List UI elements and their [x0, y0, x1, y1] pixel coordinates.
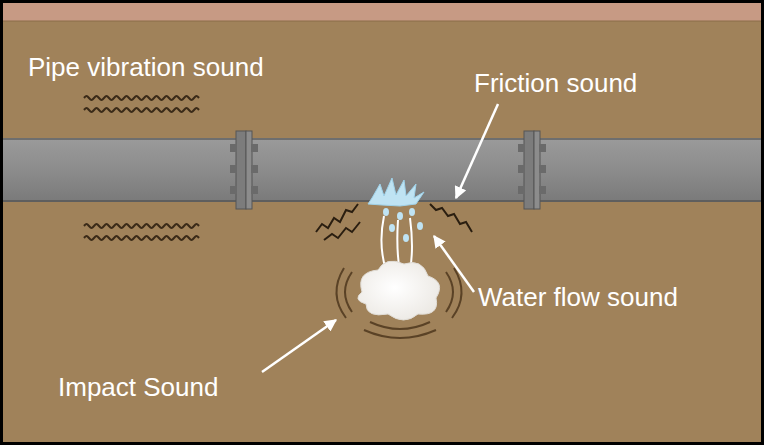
- friction-mark: [316, 204, 358, 232]
- friction-mark: [430, 204, 472, 232]
- pipe-flange: [518, 131, 546, 209]
- label-text: Impact Sound: [58, 372, 218, 402]
- label-text: Friction sound: [474, 68, 637, 98]
- vibration-wave: [84, 224, 199, 228]
- road-surface: [3, 3, 761, 21]
- friction-mark: [324, 222, 360, 240]
- pipe-edge: [3, 138, 761, 140]
- impact-cloud: [358, 261, 440, 320]
- surface-edge: [3, 21, 761, 22]
- impact-ripple: [336, 268, 461, 338]
- vibration-wave: [84, 96, 199, 100]
- label-text: Water flow sound: [478, 282, 678, 312]
- label-text: Pipe vibration sound: [28, 52, 264, 82]
- vibration-wave: [84, 236, 199, 240]
- soil: [3, 3, 761, 442]
- leak-spray: [368, 178, 424, 242]
- vibration-wave: [84, 108, 199, 112]
- leader-arrow: [262, 104, 498, 372]
- pipe-flange: [230, 131, 258, 209]
